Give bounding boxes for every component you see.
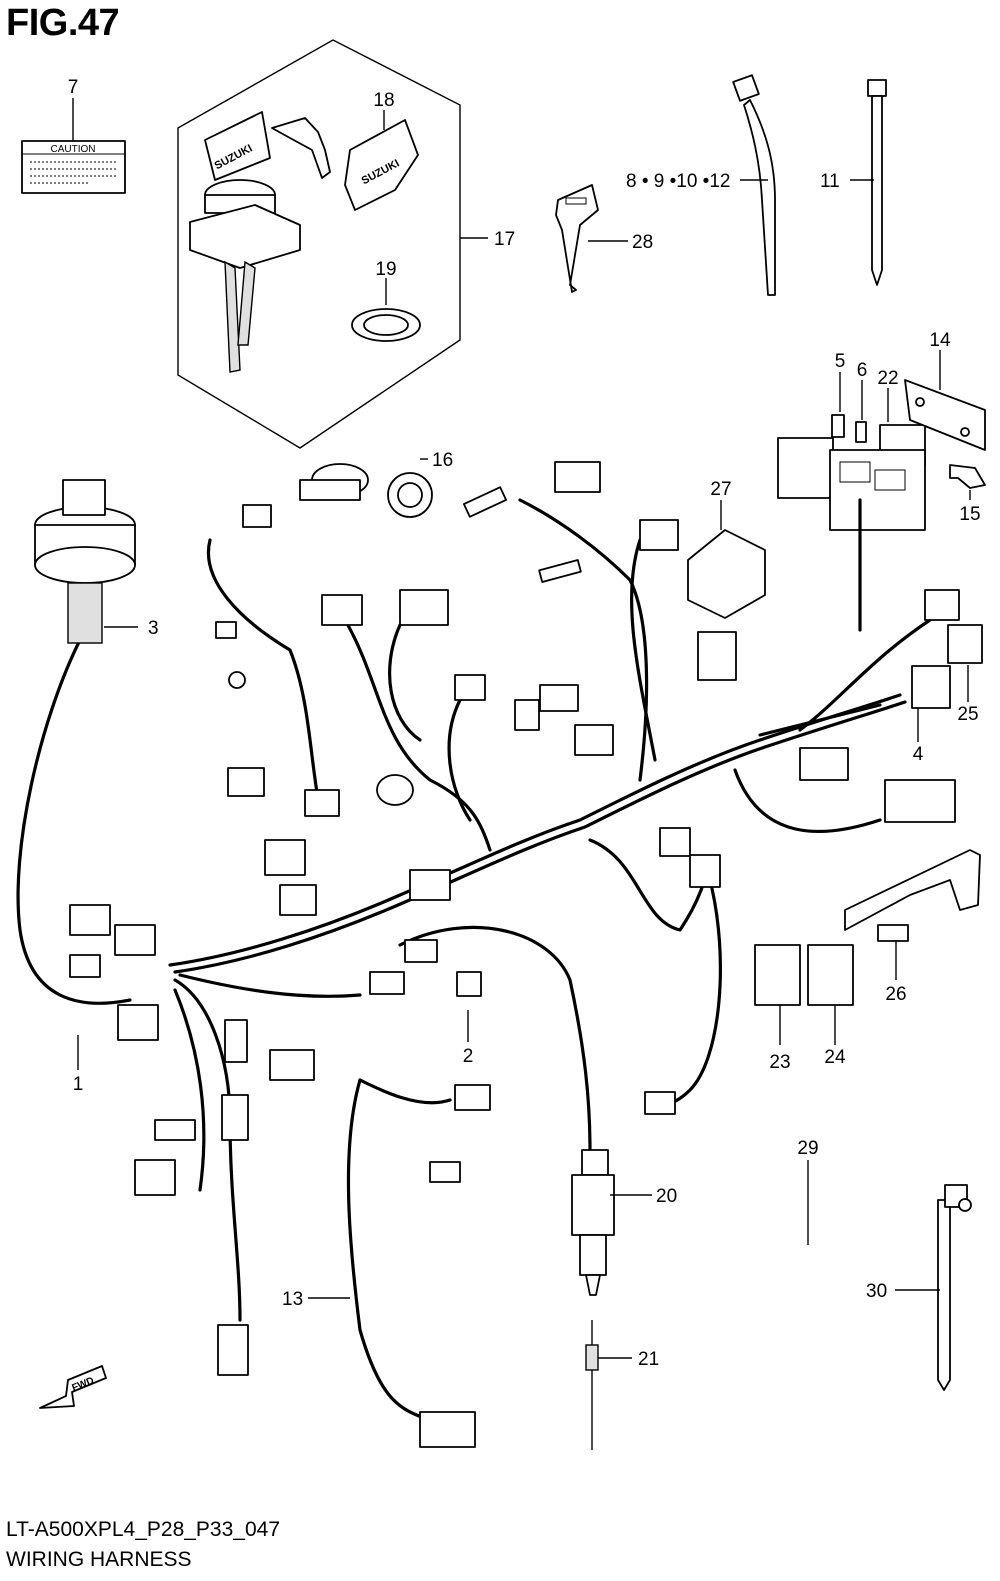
callout-26: 26 bbox=[885, 984, 906, 1005]
callout-18: 18 bbox=[373, 90, 394, 111]
ignition-switch-part: SUZUKI bbox=[189, 111, 331, 373]
callout-21: 21 bbox=[638, 1349, 659, 1370]
oxygen-sensor-part bbox=[571, 1149, 615, 1296]
figure-title: FIG.47 bbox=[6, 2, 120, 44]
lock-ring-part bbox=[351, 308, 421, 342]
power-socket-part bbox=[299, 463, 433, 518]
starter-relay-part bbox=[687, 529, 766, 619]
callout-20: 20 bbox=[656, 1186, 677, 1207]
forward-arrow-icon: FWD bbox=[39, 1365, 107, 1409]
main-connector-part bbox=[34, 479, 136, 644]
callout-19: 19 bbox=[375, 259, 396, 280]
caution-label-part: CAUTION bbox=[21, 140, 126, 194]
callout-11: 11 bbox=[820, 171, 840, 192]
caution-label-text: CAUTION bbox=[51, 144, 96, 155]
callout-3: 3 bbox=[148, 618, 159, 639]
small-connector-part bbox=[456, 971, 482, 997]
callout-6: 6 bbox=[857, 360, 868, 381]
cable-tie-large-part bbox=[732, 74, 776, 296]
callout-7: 7 bbox=[68, 77, 79, 98]
clip-part bbox=[949, 464, 986, 489]
callout-23: 23 bbox=[769, 1052, 790, 1073]
callout-28: 28 bbox=[632, 232, 653, 253]
callout-30: 30 bbox=[866, 1281, 887, 1302]
cable-tie-small-part bbox=[867, 79, 887, 286]
fuse-box-part bbox=[777, 437, 926, 531]
fuse-part-2 bbox=[855, 421, 867, 443]
callout-17: 17 bbox=[494, 229, 515, 250]
callout-14: 14 bbox=[929, 330, 951, 351]
key-part bbox=[555, 184, 599, 293]
ignition-switch-group-outline bbox=[177, 39, 461, 449]
corrugated-tube-part bbox=[659, 1126, 959, 1307]
callout-1: 1 bbox=[73, 1074, 84, 1095]
callout-4: 4 bbox=[913, 744, 924, 765]
callout-22: 22 bbox=[877, 368, 898, 389]
cable-tie-clamp-part bbox=[937, 1184, 972, 1391]
callout-5: 5 bbox=[835, 351, 846, 372]
connector-cover-part-2 bbox=[807, 944, 854, 1006]
callout-25: 25 bbox=[957, 704, 978, 725]
callout-8-9-10-12: 8 • 9 •10 •12 bbox=[626, 171, 730, 192]
drawing-name: WIRING HARNESS bbox=[6, 1548, 192, 1571]
main-wiring-harness bbox=[16, 498, 932, 1422]
spring-part bbox=[585, 1320, 599, 1450]
callout-13: 13 bbox=[282, 1289, 303, 1310]
callout-2: 2 bbox=[463, 1046, 474, 1067]
fuse-part bbox=[831, 414, 845, 438]
harness-connectors bbox=[69, 461, 983, 1448]
key-cover-part: SUZUKI bbox=[344, 119, 419, 211]
bracket-part bbox=[904, 379, 986, 451]
callout-27: 27 bbox=[710, 479, 731, 500]
connector-cover-part bbox=[754, 944, 801, 1006]
drawing-code: LT-A500XPL4_P28_P33_047 bbox=[6, 1518, 281, 1541]
callout-24: 24 bbox=[824, 1047, 846, 1068]
callout-15: 15 bbox=[959, 504, 980, 525]
callout-16: 16 bbox=[432, 450, 453, 471]
callout-29: 29 bbox=[797, 1138, 818, 1159]
harness-bracket-part bbox=[844, 849, 981, 942]
